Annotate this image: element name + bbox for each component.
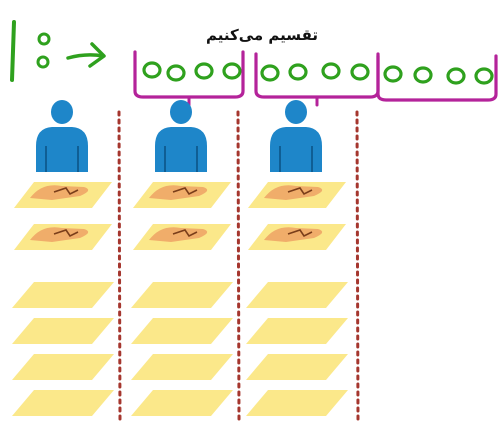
yellow-card [12,318,114,344]
person-icon [36,100,88,172]
colon-dot-top [37,32,51,46]
persons-row [36,100,322,172]
item-circle [350,63,370,81]
bill-icon [14,182,112,208]
column-dividers [117,110,360,422]
item-circle [446,67,466,85]
arrow-right-icon [66,42,106,68]
yellow-card [246,354,348,380]
item-circle [142,61,162,79]
yellow-card [131,318,233,344]
item-circle [222,62,242,80]
group-bracket [254,52,380,99]
yellow-card [246,390,348,416]
yellow-card [246,282,348,308]
bill-icon [248,224,346,250]
yellow-card [246,318,348,344]
margin-line [10,20,16,82]
colon-dot-bottom [36,55,50,69]
items-row [142,61,494,85]
item-circle [288,63,308,81]
item-circle [194,62,214,80]
cards-grid [12,282,348,416]
yellow-card [131,390,233,416]
item-circle [321,62,341,80]
yellow-card [131,354,233,380]
item-circle [474,67,494,85]
bill-icon [133,182,231,208]
column-divider [355,110,360,422]
item-circle [383,65,403,83]
yellow-card [12,390,114,416]
item-circle [260,64,280,82]
bills-grid [14,182,346,250]
yellow-card [12,354,114,380]
group-bracket [376,54,498,102]
column-divider [236,110,241,422]
person-icon [270,100,322,172]
bill-icon [14,224,112,250]
person-icon [155,100,207,172]
item-circle [166,64,186,82]
bill-icon [248,182,346,208]
bill-icon [133,224,231,250]
column-divider [117,110,122,422]
caption: تقسیم می‌کنیم [206,26,318,44]
item-circle [413,66,433,84]
group-brackets [133,50,498,107]
yellow-card [12,282,114,308]
yellow-card [131,282,233,308]
